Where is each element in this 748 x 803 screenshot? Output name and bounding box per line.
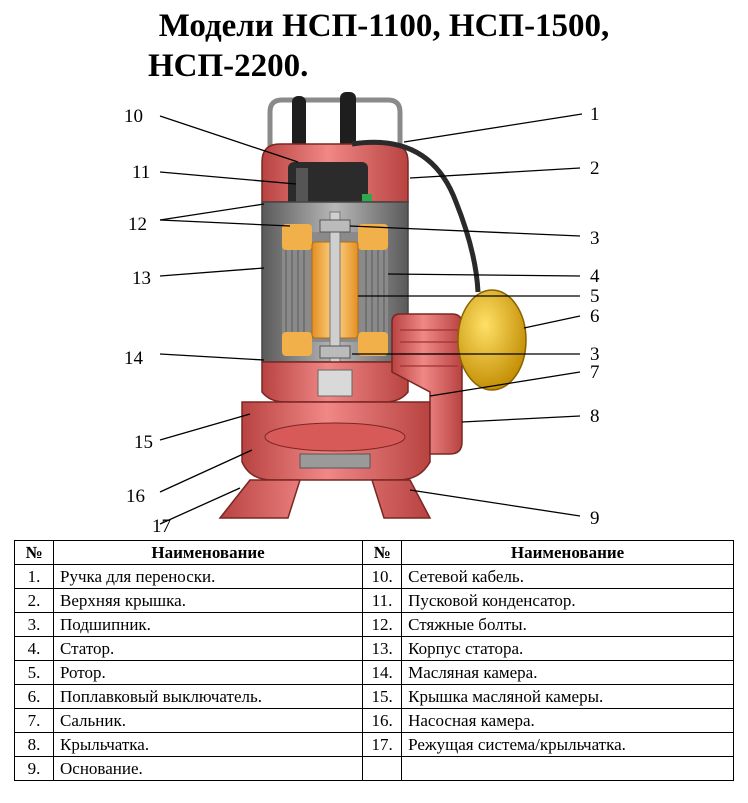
cell-name-right: Пусковой конденсатор.	[401, 588, 734, 613]
table-row: 2. Верхняя крышка. 11. Пусковой конденса…	[14, 588, 734, 613]
cell-name-right: Насосная камера.	[401, 708, 734, 733]
table-row: 6. Поплавковый выключатель. 15. Крышка м…	[14, 684, 734, 709]
cell-num-left: 1.	[14, 564, 54, 589]
callout-3-upper: 3	[590, 228, 600, 249]
page-title-line-2: НСП-2200.	[148, 48, 309, 84]
cell-num-left: 2.	[14, 588, 54, 613]
cell-name-left: Поплавковый выключатель.	[52, 684, 364, 709]
callout-10: 10	[124, 106, 143, 127]
winding-bottom-left	[282, 332, 312, 356]
bearing-upper	[319, 219, 351, 233]
cell-name-right: Стяжные болты.	[401, 612, 734, 637]
cell-num-right: 10.	[362, 564, 403, 589]
cell-name-left: Подшипник.	[52, 612, 364, 637]
cable-gland-right	[340, 92, 356, 156]
mechanical-seal	[317, 369, 353, 397]
cell-num-left: 7.	[14, 708, 54, 733]
cell-name-left: Крыльчатка.	[52, 732, 364, 757]
column-header-name-left: Наименование	[52, 540, 364, 565]
float-switch	[457, 289, 527, 391]
cell-num-right: 12.	[362, 612, 403, 637]
cell-num-left: 3.	[14, 612, 54, 637]
table-row: 1. Ручка для переноски. 10. Сетевой кабе…	[14, 564, 734, 589]
cell-name-left: Основание.	[52, 756, 364, 781]
callout-4: 4	[590, 266, 600, 287]
table-header-row: № Наименование № Наименование	[14, 540, 734, 565]
callout-11: 11	[132, 162, 150, 183]
callout-15: 15	[134, 432, 153, 453]
table-row: 5. Ротор. 14. Масляная камера.	[14, 660, 734, 685]
cell-num-left: 6.	[14, 684, 54, 709]
cell-num-right: 15.	[362, 684, 403, 709]
cell-num-right: 13.	[362, 636, 403, 661]
cable-gland-left	[292, 96, 306, 156]
winding-top-left	[282, 224, 312, 250]
callout-9: 9	[590, 508, 600, 529]
table-row: 8. Крыльчатка. 17. Режущая система/крыль…	[14, 732, 734, 757]
cell-num-left: 8.	[14, 732, 54, 757]
impeller	[264, 422, 406, 452]
table-row: 4. Статор. 13. Корпус статора.	[14, 636, 734, 661]
callout-17: 17	[152, 516, 171, 532]
column-header-name-right: Наименование	[401, 540, 734, 565]
cell-num-right: 17.	[362, 732, 403, 757]
cell-num-right: 11.	[362, 588, 403, 613]
column-header-num-left: №	[14, 540, 54, 565]
cutting-system	[299, 453, 371, 469]
cell-name-right: Крышка масляной камеры.	[401, 684, 734, 709]
callout-12: 12	[128, 214, 147, 235]
cell-num-left: 4.	[14, 636, 54, 661]
leader-lines	[159, 113, 583, 525]
discharge-outlet	[391, 313, 463, 455]
callout-8: 8	[590, 406, 600, 427]
cell-name-right: Сетевой кабель.	[401, 564, 734, 589]
cell-num-left: 5.	[14, 660, 54, 685]
pump-diagram: 10 11 12 13 14 15 16 17 1 2 3 4 5 6 3 7 …	[124, 92, 600, 532]
callout-5: 5	[590, 286, 600, 307]
winding-top-right	[358, 224, 388, 250]
callout-2: 2	[590, 158, 600, 179]
table-row: 9. Основание.	[14, 756, 734, 781]
page-title-line-1: Модели НСП-1100, НСП-1500,	[158, 8, 610, 44]
cell-name-right: Масляная камера.	[401, 660, 734, 685]
callout-7: 7	[590, 362, 600, 383]
callout-13: 13	[132, 268, 151, 289]
column-header-num-right: №	[362, 540, 403, 565]
cell-num-right: 16.	[362, 708, 403, 733]
callout-1: 1	[590, 104, 600, 125]
cell-name-left: Верхняя крышка.	[52, 588, 364, 613]
table-row: 3. Подшипник. 12. Стяжные болты.	[14, 612, 734, 637]
bearing-lower	[319, 345, 351, 359]
parts-table: № Наименование № Наименование 1. Ручка д…	[14, 540, 734, 781]
handle	[267, 97, 403, 150]
stator-lines	[285, 232, 385, 342]
cell-num-right: 14.	[362, 660, 403, 685]
table-row: 7. Сальник. 16. Насосная камера.	[14, 708, 734, 733]
cell-name-left: Ручка для переноски.	[52, 564, 364, 589]
callout-14: 14	[124, 348, 144, 369]
power-cable	[351, 139, 481, 293]
cell-num-right	[362, 756, 403, 781]
callout-6: 6	[590, 306, 600, 327]
cell-name-right: Режущая система/крыльчатка.	[401, 732, 734, 757]
callout-3-lower: 3	[590, 344, 600, 365]
base	[218, 479, 432, 519]
cell-num-left: 9.	[14, 756, 54, 781]
callout-16: 16	[126, 486, 145, 507]
winding-bottom-right	[358, 332, 388, 356]
cell-name-left: Сальник.	[52, 708, 364, 733]
cell-name-left: Статор.	[52, 636, 364, 661]
cell-name-left: Ротор.	[52, 660, 364, 685]
cell-name-right	[401, 756, 734, 781]
cell-name-right: Корпус статора.	[401, 636, 734, 661]
